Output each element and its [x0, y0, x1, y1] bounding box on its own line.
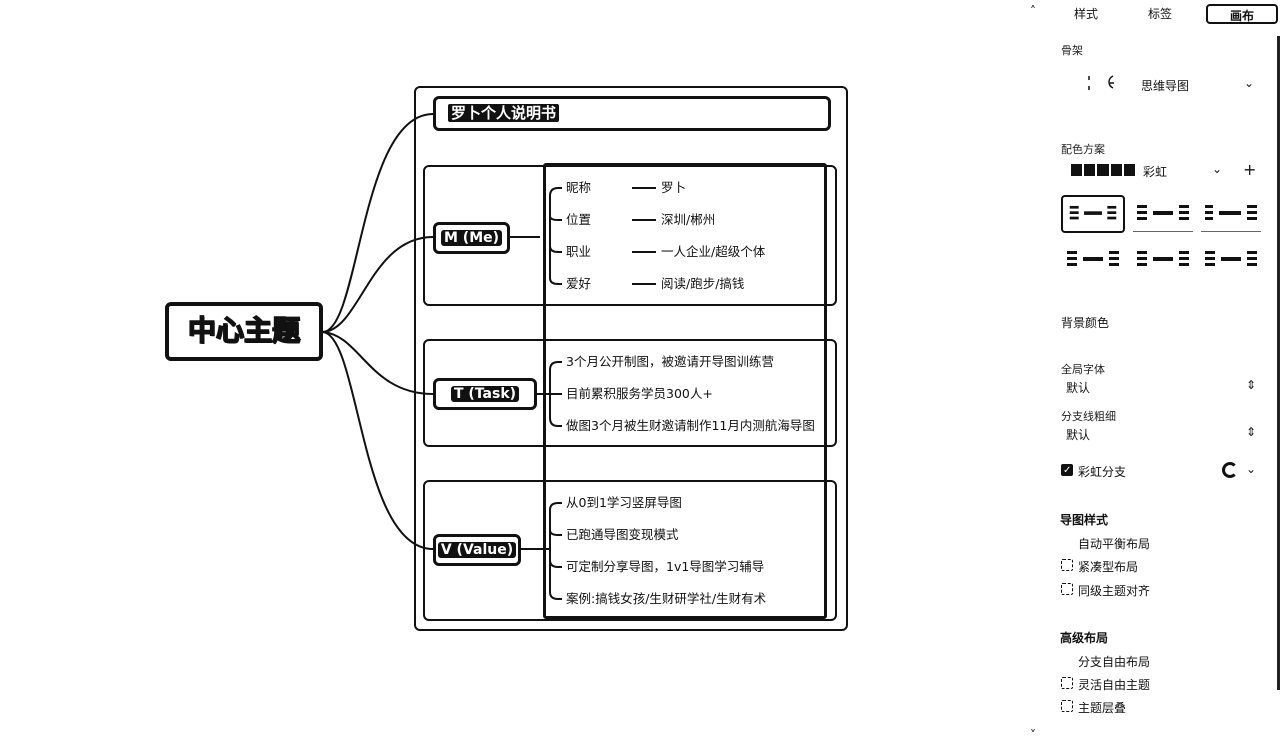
- central-topic-node[interactable]: 中心主题: [165, 302, 323, 361]
- leaf-me-key-1[interactable]: 昵称: [566, 180, 592, 195]
- global-font-select[interactable]: 默认: [1066, 381, 1091, 395]
- layout-thumb-4[interactable]: [1061, 243, 1125, 281]
- branch-line-updown-icon[interactable]: ⇕: [1246, 425, 1257, 439]
- panel-scrollbar[interactable]: [1277, 36, 1280, 690]
- advanced-layout-heading: 高级布局: [1060, 631, 1109, 645]
- title-node[interactable]: 罗卜个人说明书: [433, 96, 831, 131]
- tab-tags[interactable]: 标签: [1147, 7, 1172, 21]
- branch-free-layout-label[interactable]: 分支自由布局: [1078, 655, 1151, 669]
- leaf-me-key-2[interactable]: 位置: [566, 212, 592, 227]
- flexible-topic-label: 灵活自由主题: [1078, 678, 1151, 692]
- leaf-me-value-1[interactable]: 罗卜: [661, 180, 687, 195]
- leaf-value-1[interactable]: 从0到1学习竖屏导图: [566, 495, 682, 510]
- layout-thumb-3[interactable]: [1199, 195, 1263, 233]
- rainbow-branch-label: 彩虹分支: [1078, 465, 1127, 479]
- tab-style[interactable]: 样式: [1073, 7, 1098, 21]
- node-task[interactable]: T (Task): [433, 378, 537, 410]
- topic-overlap-checkbox[interactable]: [1061, 700, 1073, 712]
- add-color-scheme-button[interactable]: +: [1243, 160, 1257, 179]
- properties-panel: ˄ ˅ 样式 标签 画布: [1030, 0, 1280, 747]
- branch-line-value: [322, 331, 434, 550]
- branch-line-me: [322, 236, 434, 333]
- layout-thumb-1[interactable]: [1061, 195, 1125, 233]
- node-value-label: V (Value): [437, 542, 517, 558]
- leaf-value-2[interactable]: 已跑通导图变现模式: [566, 527, 679, 542]
- section-value-box: [423, 480, 837, 621]
- leaf-me-key-3[interactable]: 职业: [566, 244, 592, 259]
- layout-thumb-5[interactable]: [1131, 243, 1195, 281]
- node-value[interactable]: V (Value): [433, 534, 521, 566]
- detail-column-outline: [543, 163, 827, 619]
- leaf-me-value-3[interactable]: 一人企业/超级个体: [661, 244, 766, 259]
- color-scheme-swatch[interactable]: [1071, 164, 1136, 176]
- branch-line-label: 分支线粗细: [1061, 410, 1116, 423]
- flexible-topic-checkbox[interactable]: [1061, 677, 1073, 689]
- tab-canvas[interactable]: 画布: [1206, 4, 1278, 24]
- mindmap-canvas[interactable]: 罗卜个人说明书 中心主题 M (Me) T (Task) V (Value) 昵…: [0, 0, 1040, 747]
- structure-select[interactable]: 思维导图: [1141, 79, 1190, 93]
- leaf-task-1[interactable]: 3个月公开制图，被邀请开导图训练营: [566, 354, 774, 369]
- background-color-label[interactable]: 背景颜色: [1061, 316, 1110, 330]
- panel-tabs: 样式 标签 画布: [1046, 4, 1278, 26]
- align-siblings-label: 同级主题对齐: [1078, 584, 1151, 598]
- topic-overlap-label: 主题层叠: [1078, 701, 1127, 715]
- structure-label: 骨架: [1061, 44, 1083, 57]
- branch-lines: [322, 113, 656, 600]
- scroll-up-icon[interactable]: ˄: [1030, 4, 1036, 18]
- leaf-task-3[interactable]: 做图3个月被生财邀请制作11月内测航海导图: [566, 418, 815, 433]
- branch-line-title: [322, 113, 434, 333]
- node-me-label: M (Me): [440, 230, 503, 246]
- leaf-me-value-4[interactable]: 阅读/跑步/搞钱: [661, 276, 745, 291]
- align-siblings-checkbox[interactable]: [1061, 583, 1073, 595]
- compact-layout-label: 紧凑型布局: [1078, 560, 1139, 574]
- section-me-box: [423, 165, 837, 306]
- node-task-label: T (Task): [450, 386, 520, 402]
- layout-thumb-6[interactable]: [1199, 243, 1263, 281]
- rainbow-color-picker-icon[interactable]: [1222, 462, 1238, 478]
- global-font-label: 全局字体: [1061, 363, 1105, 376]
- leaf-value-4[interactable]: 案例:搞钱女孩/生财研学社/生财有术: [566, 591, 767, 606]
- scroll-down-icon[interactable]: ˅: [1030, 728, 1036, 742]
- color-scheme-select[interactable]: 彩虹: [1143, 165, 1168, 179]
- mindmap-structure-icon: [1086, 72, 1116, 94]
- section-task-box: [423, 339, 837, 447]
- branch-line-task: [322, 331, 434, 395]
- title-node-text: 罗卜个人说明书: [448, 104, 560, 122]
- compact-layout-checkbox[interactable]: [1061, 559, 1073, 571]
- branch-line-select[interactable]: 默认: [1066, 428, 1091, 442]
- layout-thumb-2[interactable]: [1131, 195, 1195, 233]
- rainbow-branch-checkbox[interactable]: [1061, 464, 1073, 476]
- central-topic-text: 中心主题: [187, 313, 301, 348]
- global-font-updown-icon[interactable]: ⇕: [1246, 378, 1257, 392]
- node-me[interactable]: M (Me): [433, 222, 510, 254]
- color-scheme-label: 配色方案: [1061, 143, 1105, 156]
- auto-balance-label[interactable]: 自动平衡布局: [1078, 537, 1151, 551]
- topic-frame: [414, 86, 848, 631]
- leaf-value-3[interactable]: 可定制分享导图，1v1导图学习辅导: [566, 559, 765, 574]
- color-scheme-chevron-down-icon[interactable]: ⌄: [1212, 162, 1223, 176]
- rainbow-chevron-down-icon[interactable]: ⌄: [1246, 462, 1257, 476]
- leaf-me-value-2[interactable]: 深圳/郴州: [661, 212, 716, 227]
- leaf-me-key-4[interactable]: 爱好: [566, 276, 592, 291]
- structure-chevron-down-icon[interactable]: ⌄: [1244, 76, 1255, 90]
- map-style-heading: 导图样式: [1060, 513, 1109, 527]
- leaf-task-2[interactable]: 目前累积服务学员300人+: [566, 386, 713, 401]
